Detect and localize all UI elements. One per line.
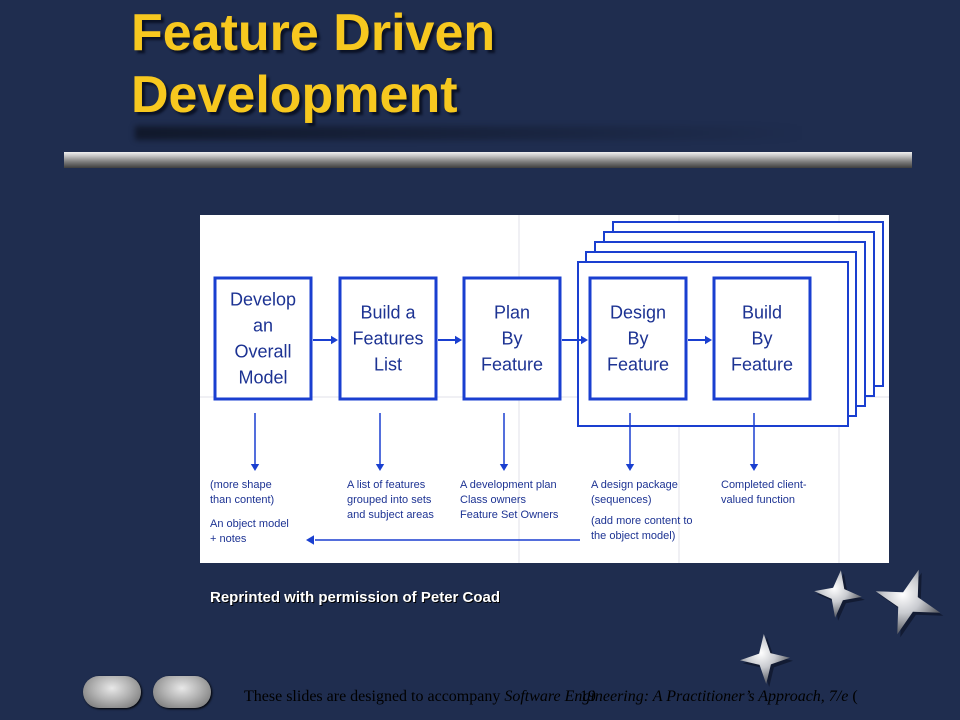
arrow-head <box>581 335 588 345</box>
process-step-label: Plan <box>494 303 530 323</box>
permission-note: Reprinted with permission of Peter Coad <box>210 589 501 606</box>
star-icon <box>875 569 941 635</box>
arrow-head <box>306 535 314 545</box>
process-step-label: Feature <box>731 355 793 375</box>
process-step-label: Build <box>742 303 782 323</box>
step-output-line: the object model) <box>591 530 675 542</box>
process-step-label: Develop <box>230 290 296 310</box>
process-step-border <box>588 276 688 401</box>
slide-number: 19 <box>580 688 596 705</box>
step-outputs: (more shape than content) An object model +… <box>210 479 807 545</box>
process-step-border <box>338 276 438 401</box>
arrow-head <box>749 464 759 471</box>
step-output-note: (more shape than content) An object model +… <box>210 479 289 545</box>
arrow-head <box>625 464 635 471</box>
step-output-line: and subject areas <box>347 509 434 521</box>
step-output-note: A design package (sequences) (add more con… <box>591 479 693 542</box>
step-output-line: An object model <box>210 518 289 530</box>
footer-prefix: These slides are designed to accompany <box>244 688 505 705</box>
slide-title-line-2: Development <box>131 66 458 124</box>
step-output-line: (sequences) <box>591 494 652 506</box>
step-output-line: than content) <box>210 494 274 506</box>
step-output-note: A list of features grouped into sets and s… <box>347 479 434 521</box>
arrow-head <box>250 464 260 471</box>
process-step-border <box>213 276 313 401</box>
title-divider-bar <box>64 152 912 168</box>
step-output-note: Completed client-valued function <box>721 479 807 506</box>
previous-slide-button[interactable] <box>83 676 141 708</box>
step-output-line: A development plan <box>460 479 557 491</box>
process-step-label: an <box>253 316 273 336</box>
star-shadow <box>743 637 793 687</box>
step-output-line: Completed client- <box>721 479 807 491</box>
footer-book-title: Software Engineering: A Practitioner’s A… <box>504 688 849 705</box>
process-step-label: Build a <box>360 303 416 323</box>
process-step-label: Features <box>352 329 423 349</box>
star-shadow <box>817 573 865 621</box>
star-icon <box>814 570 862 618</box>
star-icon <box>740 634 790 684</box>
step-output-line: + notes <box>210 533 247 545</box>
process-step-label: Overall <box>234 342 291 362</box>
process-step-border <box>712 276 812 401</box>
step-output-line: valued function <box>721 494 795 506</box>
slide-title: Feature Driven Development <box>131 2 495 126</box>
footer-credit: These slides are designed to accompany S… <box>244 688 858 706</box>
arrow-head <box>455 335 462 345</box>
process-arrows <box>250 335 759 545</box>
process-step-label: By <box>627 329 648 349</box>
next-slide-button[interactable] <box>153 676 211 708</box>
process-step-label: Model <box>238 368 287 388</box>
arrow-head <box>375 464 385 471</box>
star-shadow <box>878 572 944 638</box>
slide-title-line-1: Feature Driven <box>131 4 496 62</box>
arrow-head <box>331 335 338 345</box>
step-output-line: A design package <box>591 479 678 491</box>
process-step-label: Feature <box>481 355 543 375</box>
footer-suffix: ( <box>848 688 858 705</box>
step-output-line: Feature Set Owners <box>460 509 559 521</box>
step-output-line: A list of features <box>347 479 426 491</box>
arrow-head <box>499 464 509 471</box>
step-output-line: (add more content to <box>591 515 693 527</box>
step-output-line: Class owners <box>460 494 527 506</box>
process-step-label: By <box>501 329 522 349</box>
title-shadow <box>135 126 805 140</box>
process-step-label: By <box>751 329 772 349</box>
process-step-label: List <box>374 355 402 375</box>
step-output-line: (more shape <box>210 479 272 491</box>
process-step-label: Design <box>610 303 666 323</box>
step-output-line: grouped into sets <box>347 494 432 506</box>
arrow-head <box>705 335 712 345</box>
process-step-border <box>462 276 562 401</box>
process-step-label: Feature <box>607 355 669 375</box>
